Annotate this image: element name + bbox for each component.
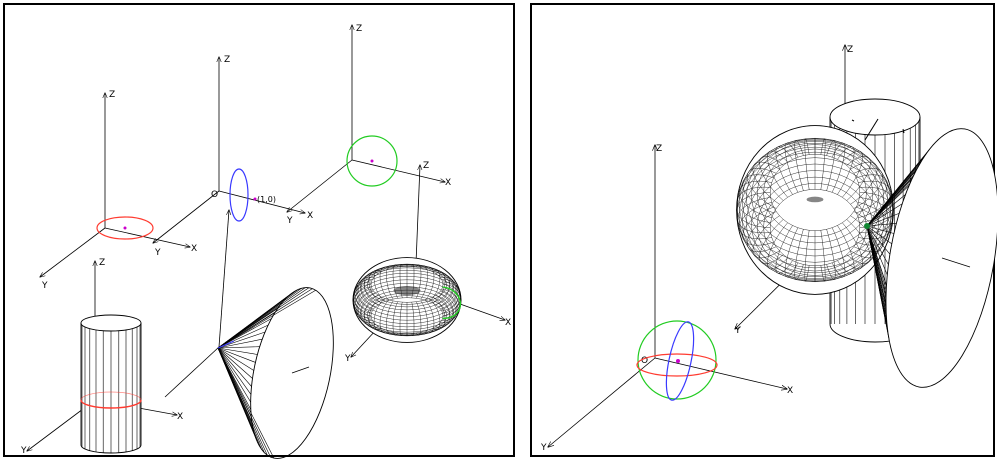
red-circle [96,216,154,240]
z-axis-label: Z [356,24,362,34]
cone [164,210,334,459]
center-marker [370,159,374,163]
y-axis-label: Y [540,443,547,453]
point-marker [253,197,257,201]
y-axis-label: Y [344,354,351,364]
z-axis-label: Z [423,161,429,171]
y-axis-label: Y [154,248,161,258]
left-scene: Z Y X Z Y X O (1,0) Z Y X Z Y X [20,24,511,459]
torus [736,125,894,295]
y-axis-label: Y [20,446,27,456]
x-axis-label: X [307,211,313,221]
z-axis-label: Z [224,55,230,65]
y-axis-label: Y [286,216,293,226]
cylinder [80,314,142,454]
x-axis-label: X [191,244,197,254]
blue-circle [665,321,695,401]
center-marker [123,226,127,230]
origin-label: O [211,190,218,200]
main-axes [548,145,787,447]
right-viewport[interactable]: Z Y Z Y X O [530,3,997,457]
cone [864,128,997,388]
torus [352,257,462,343]
blue-circle [229,168,249,222]
z-axis-label: Z [656,144,662,154]
y-axis-label: Y [41,281,48,291]
green-circle [637,320,717,400]
point-label: (1,0) [257,195,276,204]
x-axis-label: X [787,386,793,396]
y-axis-label: Y [734,326,741,336]
red-circle [636,353,718,377]
x-axis-label: X [445,178,451,188]
green-circle [346,135,398,187]
z-axis-label: Z [99,258,105,268]
axes-green-circle [287,25,445,212]
center-marker [676,359,680,363]
z-axis-label: Z [847,45,853,55]
left-viewport[interactable]: Z Y X Z Y X O (1,0) Z Y X Z Y X [3,3,515,459]
x-axis-label: X [177,412,183,422]
contact-point [864,223,870,229]
z-axis-label: Z [109,90,115,100]
x-axis-label: X [505,318,511,328]
origin-label: O [641,356,648,366]
axes-red-circle [40,93,190,277]
right-scene: Z Y Z Y X O [540,5,997,453]
